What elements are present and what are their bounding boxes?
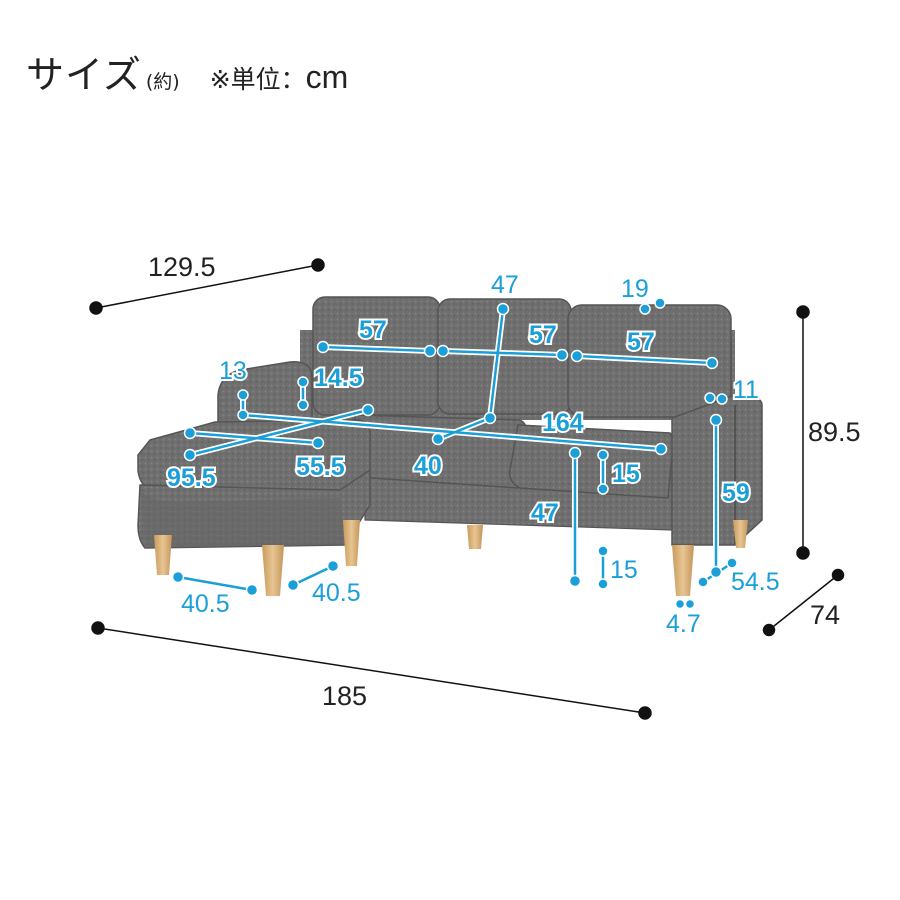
sofa-leg-front-right <box>672 545 694 596</box>
unit-value: cm <box>305 59 349 95</box>
overall-dimension-lines <box>89 258 845 720</box>
blue-dimension-lines <box>177 308 733 592</box>
title: サイズ <box>26 53 142 97</box>
label-back-cushion-2: 57 <box>529 321 557 349</box>
ottoman-leg-back <box>343 520 360 566</box>
label-armrest-height: 14.5 <box>314 364 363 392</box>
back-cushion-left <box>312 296 441 416</box>
label-back-top-depth: 47 <box>491 271 519 299</box>
sofa-leg-back-middle <box>467 525 483 549</box>
label-leg-size: 4.7 <box>666 610 701 638</box>
label-leg-clearance: 15 <box>610 556 638 584</box>
unit-label: ※単位： <box>209 65 306 94</box>
label-seat-depth: 40 <box>414 452 442 480</box>
label-seat-cushion-thickness: 15 <box>612 460 640 488</box>
label-back-cushion-3: 57 <box>627 328 655 356</box>
ottoman-leg-left <box>154 535 172 575</box>
label-arm-depth-side: 11 <box>733 376 759 404</box>
label-74: 74 <box>810 600 840 630</box>
label-185: 185 <box>322 681 367 711</box>
label-inner-width: 164 <box>542 409 584 437</box>
label-ottoman-depth: 55.5 <box>296 453 345 481</box>
label-129-5: 129.5 <box>148 252 216 282</box>
approx-label: (約) <box>145 71 180 93</box>
size-header: サイズ(約) ※単位：cm <box>26 44 349 97</box>
label-ottoman-leg-span-2: 40.5 <box>312 579 361 607</box>
label-back-cushion-1: 57 <box>359 316 387 344</box>
sofa-leg-back-right <box>733 520 748 548</box>
ottoman-front-face <box>142 492 345 548</box>
label-ottoman-width: 95.5 <box>167 464 216 492</box>
label-side-depth: 54.5 <box>731 568 780 596</box>
ottoman-leg-right <box>262 545 284 596</box>
label-armrest-width: 13 <box>219 357 247 385</box>
label-seat-height: 47 <box>531 499 559 527</box>
label-back-top-height: 19 <box>621 275 649 303</box>
label-ottoman-leg-span-1: 40.5 <box>181 590 230 618</box>
label-arm-height: 59 <box>722 479 750 507</box>
label-89-5: 89.5 <box>808 417 861 447</box>
blue-endpoint-markers <box>171 297 738 610</box>
